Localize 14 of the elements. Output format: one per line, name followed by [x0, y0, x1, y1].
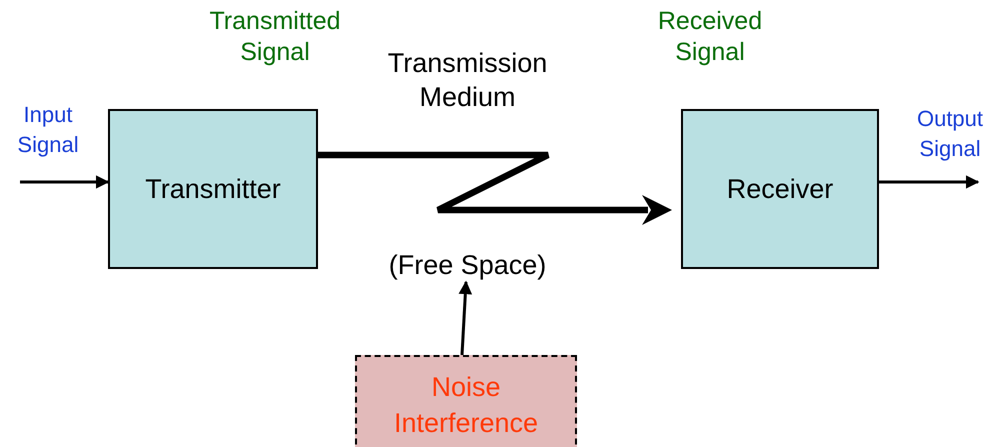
node-label: Transmitter [145, 173, 281, 206]
arrow [879, 175, 980, 189]
process-box [108, 109, 318, 269]
medium-label: Transmission Medium [386, 47, 548, 114]
process-box [681, 109, 879, 269]
signal-label: Transmitted Signal [208, 6, 342, 68]
node-label: Receiver [726, 173, 834, 206]
node-label: Noise Interference [392, 371, 540, 440]
medium-note: (Free Space) [388, 249, 548, 282]
arrow [20, 175, 110, 189]
noise-box [355, 355, 577, 447]
arrow [458, 280, 472, 356]
signal-label: Received Signal [656, 6, 764, 68]
arrow [318, 152, 672, 225]
